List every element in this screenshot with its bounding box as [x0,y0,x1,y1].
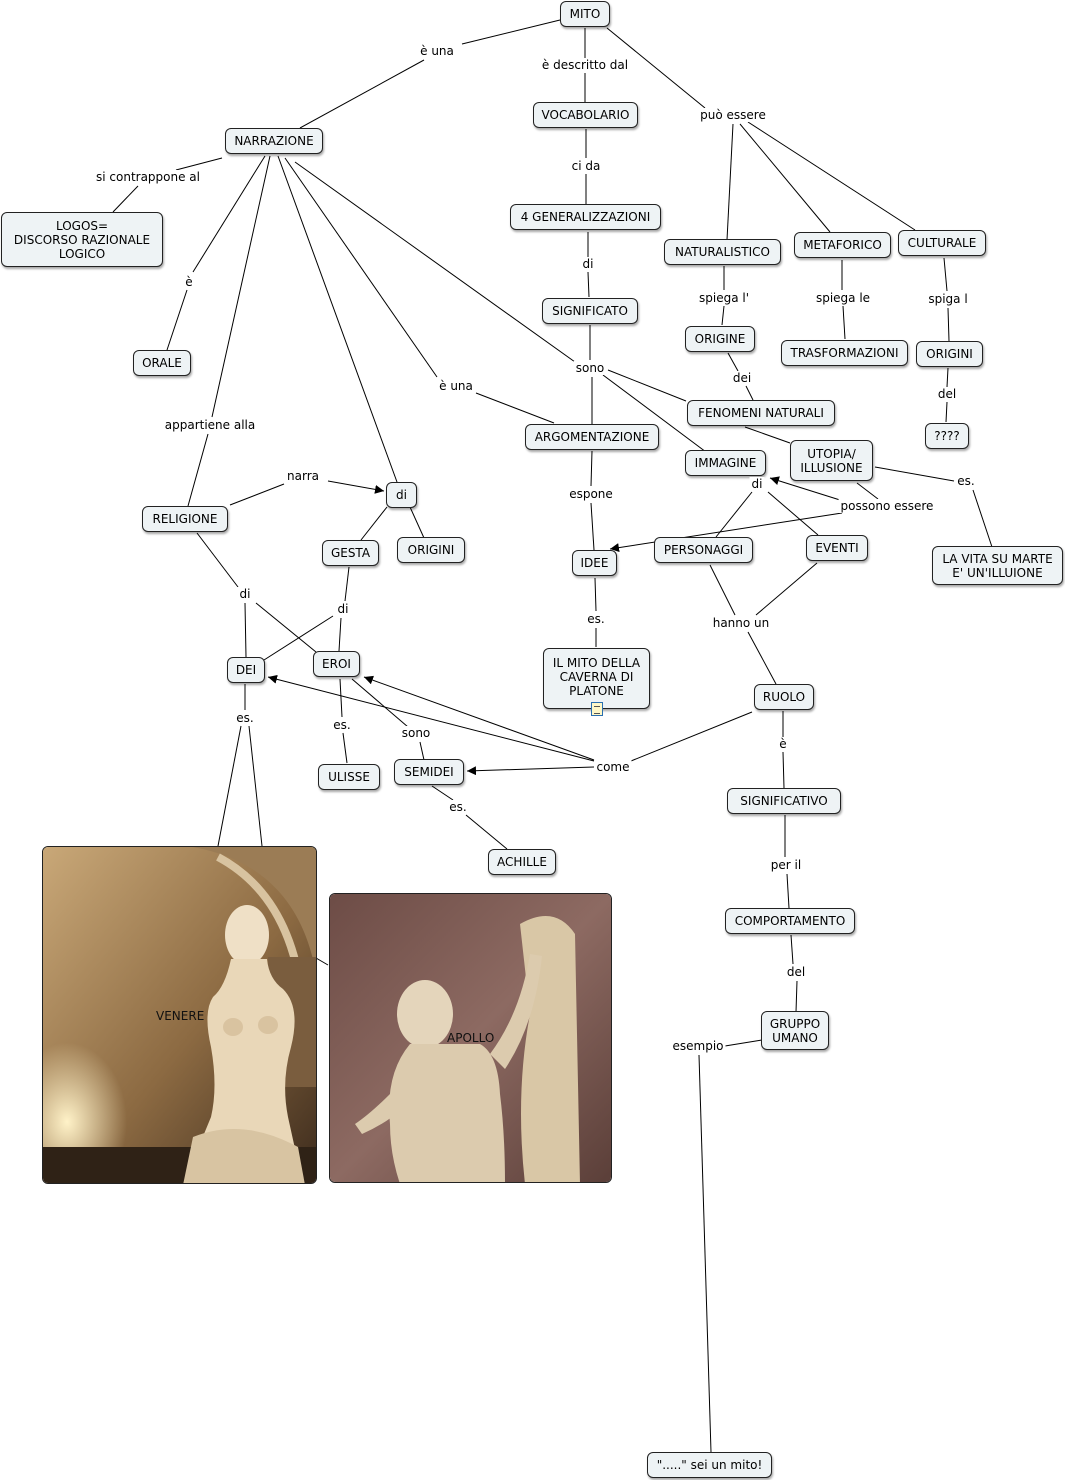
node-ulisse[interactable]: ULISSE [318,764,380,790]
node-mito[interactable]: MITO [560,1,610,27]
node-eventi[interactable]: EVENTI [806,535,868,561]
node-origini[interactable]: ORIGINI [397,537,465,563]
label-es-dei: es. [234,711,255,725]
label-di: di [581,257,596,271]
node-vocabolario[interactable]: VOCABOLARIO [533,102,638,128]
apollo-caption: APOLLO [447,1031,494,1045]
label-e-una-2: è una [437,379,475,393]
node-eroi[interactable]: EROI [313,651,360,677]
node-vita-su-marte[interactable]: LA VITA SU MARTE E' UN'ILLUIONE [932,546,1063,585]
node-origini-culturale[interactable]: ORIGINI [916,341,983,367]
label-del: del [936,387,958,401]
label-possono-essere: possono essere [839,499,936,513]
label-spiega-le: spiega le [814,291,872,305]
node-orale[interactable]: ORALE [133,350,191,376]
node-achille[interactable]: ACHILLE [488,849,556,875]
label-appartiene-alla: appartiene alla [163,418,257,432]
apollo-photo: APOLLO [329,893,612,1183]
label-di-religione: di [238,587,253,601]
node-gesta[interactable]: GESTA [322,540,379,566]
node-ruolo[interactable]: RUOLO [754,684,814,710]
node-idee[interactable]: IDEE [572,550,617,576]
node-argomentazione[interactable]: ARGOMENTAZIONE [525,424,659,450]
node-personaggi[interactable]: PERSONAGGI [654,537,753,563]
label-del-comportamento: del [785,965,807,979]
node-metaforico[interactable]: METAFORICO [794,232,891,258]
label-e: è [183,275,194,289]
label-es-eroi: es. [331,718,352,732]
node-narrazione[interactable]: NARRAZIONE [225,128,323,154]
node-trasformazioni[interactable]: TRASFORMAZIONI [781,340,908,366]
node-semidei[interactable]: SEMIDEI [394,759,464,785]
label-hanno-un: hanno un [711,616,772,630]
label-sono-eroi: sono [400,726,433,740]
node-significativo[interactable]: SIGNIFICATIVO [727,788,841,814]
label-di-immagine: di [750,477,765,491]
label-si-contrappone: si contrappone al [94,170,202,184]
node-fenomeni-naturali[interactable]: FENOMENI NATURALI [687,400,835,426]
label-di-gesta: di [336,602,351,616]
label-es-utopia: es. [955,474,976,488]
label-e-ruolo: è [777,737,788,751]
node-immagine[interactable]: IMMAGINE [685,450,766,476]
node-mito-caverna[interactable]: IL MITO DELLA CAVERNA DI PLATONE [543,648,650,709]
label-spiega-l: spiega l' [697,291,751,305]
venere-caption: VENERE [156,1009,204,1023]
label-sono: sono [574,361,607,375]
label-ci-da: ci da [570,159,603,173]
label-puo-essere: può essere [698,108,768,122]
label-narra: narra [285,469,321,483]
document-icon[interactable] [591,702,603,716]
node-naturalistico[interactable]: NATURALISTICO [664,239,781,265]
label-dei: dei [731,371,753,385]
node-religione[interactable]: RELIGIONE [142,506,228,532]
node-logos[interactable]: LOGOS= DISCORSO RAZIONALE LOGICO [1,212,163,267]
node-sei-un-mito[interactable]: "....." sei un mito! [647,1452,772,1478]
node-4-generalizzazioni[interactable]: 4 GENERALIZZAZIONI [510,204,661,230]
label-descritto-dal: è descritto dal [540,58,630,72]
node-utopia[interactable]: UTOPIA/ ILLUSIONE [790,440,873,481]
label-espone: espone [567,487,615,501]
node-culturale[interactable]: CULTURALE [898,230,986,256]
label-per-il: per il [769,858,803,872]
label-spiga-l: spiga l [926,292,969,306]
node-significato[interactable]: SIGNIFICATO [542,298,638,324]
node-comportamento[interactable]: COMPORTAMENTO [725,908,855,934]
node-domande[interactable]: ???? [925,423,969,449]
node-di[interactable]: di [386,482,417,508]
label-e-una: è una [418,44,456,58]
venere-photo: VENERE [42,846,317,1184]
caverna-label: IL MITO DELLA CAVERNA DI PLATONE [553,656,640,698]
label-es-semidei: es. [447,800,468,814]
node-origine[interactable]: ORIGINE [685,326,755,352]
label-esempio: esempio [671,1039,726,1053]
label-es-idee: es. [585,612,606,626]
node-gruppo-umano[interactable]: GRUPPO UMANO [761,1011,829,1050]
label-come: come [594,760,631,774]
node-dei[interactable]: DEI [227,657,265,683]
